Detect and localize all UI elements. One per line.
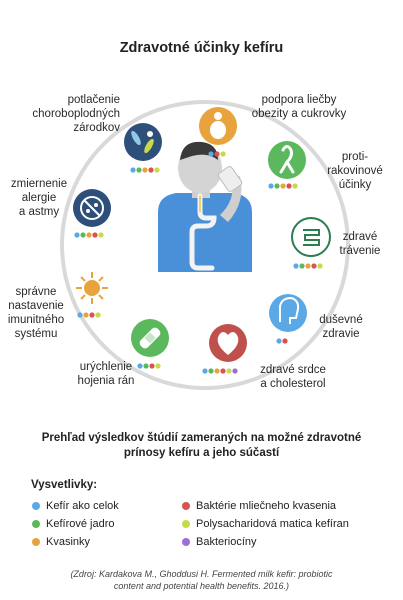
label-line: správne [15,286,57,298]
source-citation: (Zdroj: Kardakova M., Ghoddusi H. Fermen… [0,568,403,592]
label-wound: urýchlenie hojenia rán [68,360,144,388]
ring [60,100,350,390]
label-line: proti- [341,151,369,163]
legend-label: Kefírové jadro [46,518,115,530]
obesity-icon [199,107,237,145]
label-line: zdravé [342,231,378,243]
legend-swatch [32,538,40,546]
source-line: (Zdroj: Kardakova M., Ghoddusi H. Fermen… [70,569,333,579]
ribbon-icon [268,141,306,179]
summary-caption: Prehľad výsledkov štúdií zameraných na m… [0,431,403,461]
label-line: hojenia rán [77,375,135,387]
legend-label: Kefír ako celok [46,500,119,512]
label-line: účinky [338,179,372,191]
label-heart: zdravé srdce a cholesterol [255,363,331,391]
intestine-icon [291,217,331,257]
label-line: imunitného [7,314,65,326]
legend-item: Kvasinky [32,536,119,548]
label-line: alergie [21,192,57,204]
label-line: potlačenie [67,94,120,106]
legend-title: Vysvetlivky: [31,479,98,491]
label-immune: správne nastavenie imunitného systému [2,285,70,341]
legend-item: Polysacharidová matica kefíran [182,518,349,530]
legend-swatch [182,502,190,510]
heart-icon [209,324,247,362]
legend-swatch [182,538,190,546]
legend-item: Kefír ako celok [32,500,119,512]
brain-icon [269,294,307,332]
label-line: obezity a cukrovky [251,108,347,120]
legend-item: Bakteriocíny [182,536,349,548]
label-line: zmiernenie [10,178,68,190]
legend-swatch [182,520,190,528]
legend-left-column: Kefír ako celok Kefírové jadro Kvasinky [32,500,119,548]
summary-line: Prehľad výsledkov štúdií zameraných na m… [41,432,362,444]
allergy-icon [73,189,111,227]
person-drinking-illustration [158,141,252,272]
legend-item: Baktérie mliečneho kvasenia [182,500,349,512]
label-line: systému [14,328,58,340]
page-title: Zdravotné účinky kefíru [119,40,284,56]
legend-label: Polysacharidová matica kefíran [196,518,349,530]
label-obesity: podpora liečby obezity a cukrovky [239,93,359,121]
label-allergy: zmiernenie alergie a astmy [10,177,68,219]
label-anticancer: proti- rakovinové účinky [320,150,390,192]
legend-label: Bakteriocíny [196,536,257,548]
label-digestion: zdravé trávenie [332,230,388,258]
legend-right-column: Baktérie mliečneho kvasenia Polysacharid… [182,500,349,548]
label-line: duševné [319,314,363,326]
label-mental: duševné zdravie [310,313,372,341]
label-line: rakovinové [327,165,383,177]
immune-cell-icon [73,269,111,307]
label-line: trávenie [339,245,381,257]
label-line: zdravie [322,328,360,340]
microbes-icon [124,123,162,161]
source-line: content and potential health benefits. 2… [113,581,290,591]
label-antimicrobial: potlačenie choroboplodných zárodkov [32,93,120,135]
label-line: a cholesterol [260,378,326,390]
label-line: zdravé srdce [260,364,326,376]
legend-swatch [32,520,40,528]
bandage-icon [131,319,169,357]
legend-label: Baktérie mliečneho kvasenia [196,500,337,512]
evidence-dots [74,151,323,374]
label-line: podpora liečby [261,94,337,106]
summary-line: prínosy kefíru a jeho súčastí [123,447,280,459]
legend-swatch [32,502,40,510]
legend-label: Kvasinky [46,536,91,548]
label-line: urýchlenie [79,361,133,373]
label-line: a astmy [18,206,60,218]
legend-item: Kefírové jadro [32,518,119,530]
label-line: zárodkov [73,122,120,134]
label-line: nastavenie [8,300,64,312]
label-line: choroboplodných [32,108,120,120]
